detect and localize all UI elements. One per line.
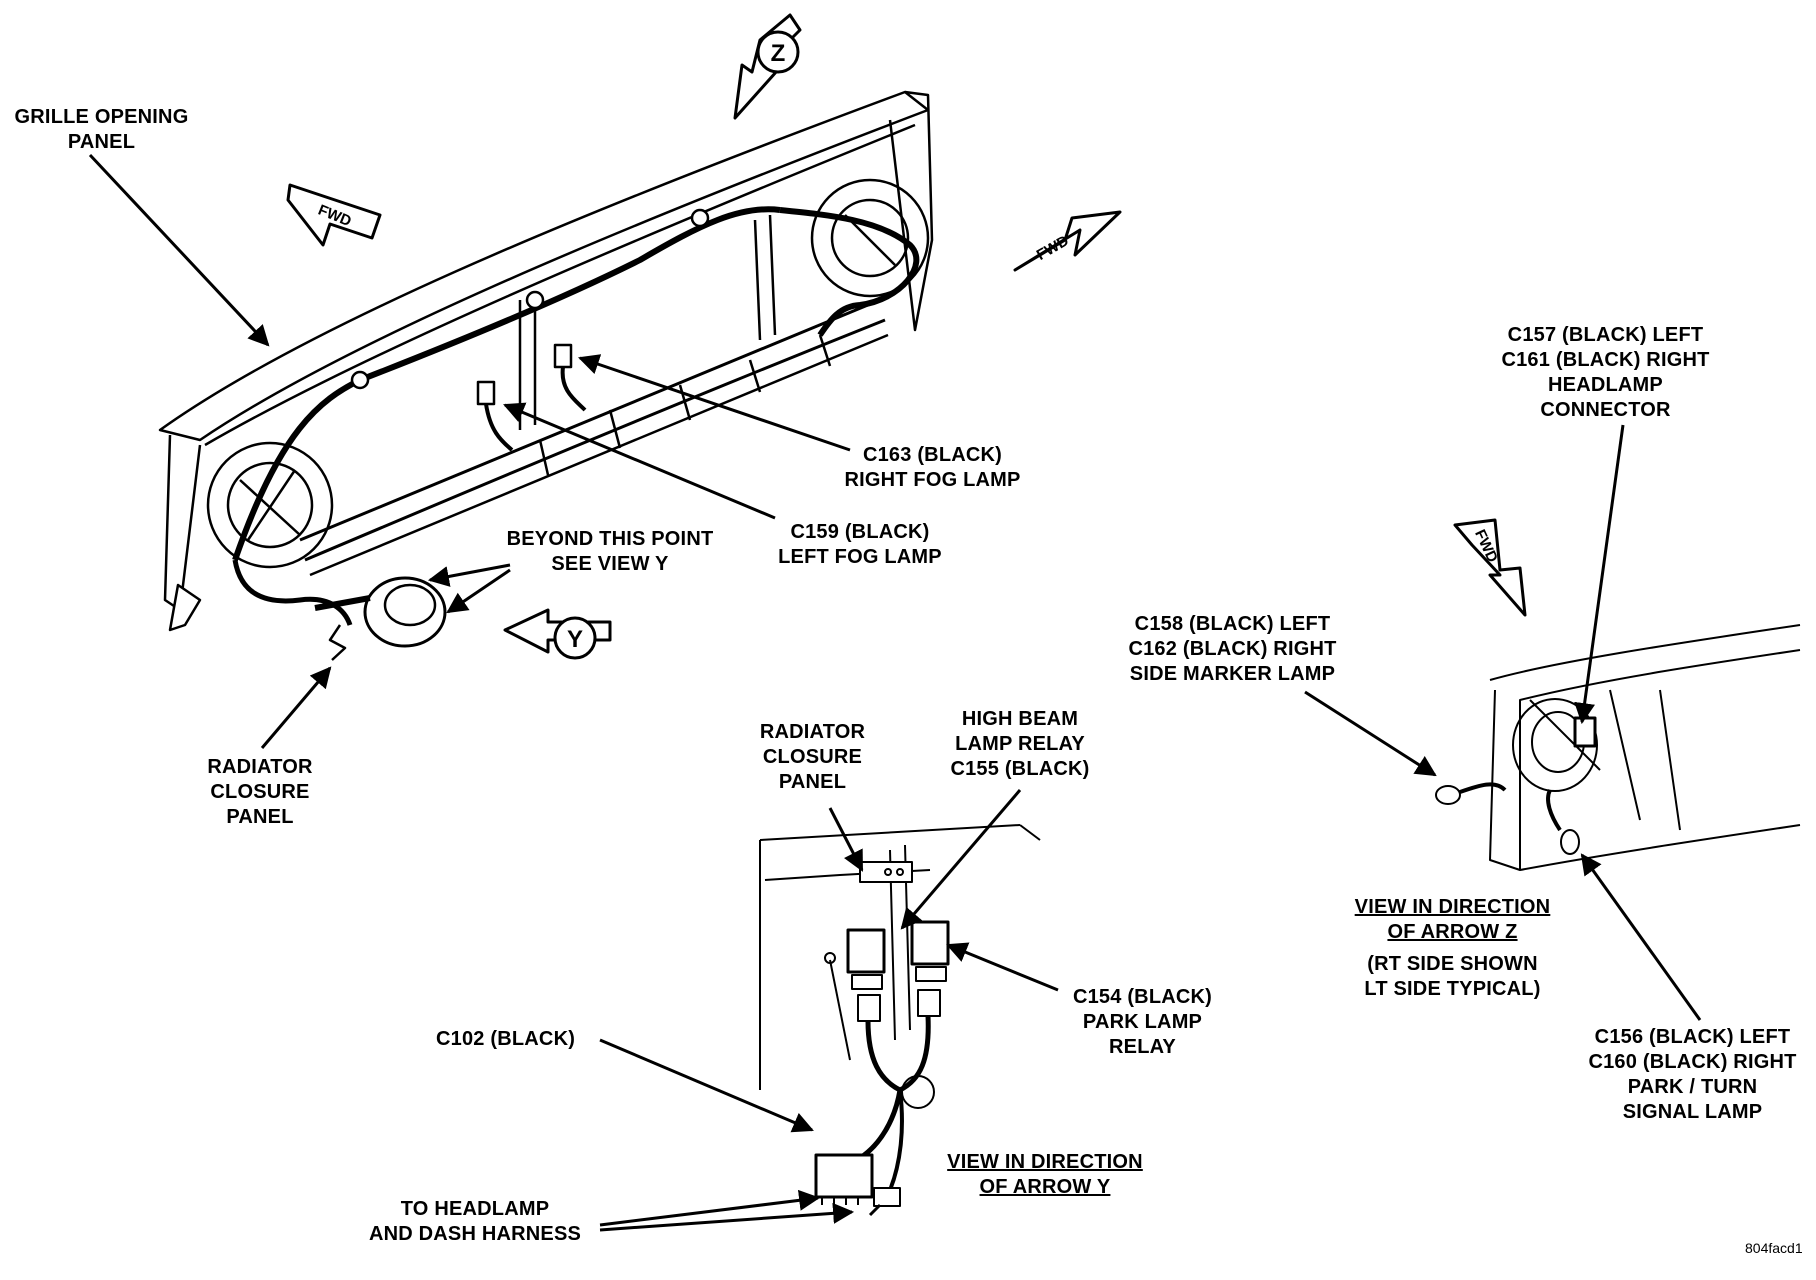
label-rt-side-shown: (RT SIDE SHOWN LT SIDE TYPICAL) (1364, 953, 1541, 1000)
leader-beyond-1 (427, 563, 511, 587)
leader-c154 (946, 942, 1059, 992)
leader-c157 (1574, 424, 1625, 725)
leader-radiator-left (260, 666, 332, 749)
label-c158-c162: C158 (BLACK) LEFT C162 (BLACK) RIGHT SID… (1128, 613, 1337, 685)
leader-to-headlamp-2 (599, 1202, 855, 1232)
arrow-y-marker: Y (503, 608, 612, 660)
reference-code: 804facd1 (1745, 1240, 1803, 1256)
leader-radiator-viewy (828, 807, 864, 872)
leader-beyond-2 (446, 568, 511, 614)
leader-high-beam (900, 789, 1022, 930)
leader-c163 (578, 354, 851, 452)
label-to-headlamp: TO HEADLAMP AND DASH HARNESS (368, 1198, 582, 1245)
fwd-arrow-left: FWD (286, 183, 382, 247)
arrow-z-marker: Z (733, 13, 802, 120)
label-view-arrow-y: VIEW IN DIRECTION OF ARROW Y (947, 1151, 1143, 1198)
leader-c159 (503, 402, 776, 520)
leader-c102 (599, 1038, 814, 1133)
leader-grille-panel (88, 153, 270, 347)
grille-panel-assembly (158, 90, 934, 661)
fwd-arrow-viewz: FWD (1453, 518, 1527, 617)
arrow-z-letter: Z (771, 40, 786, 67)
leader-lines (88, 153, 1702, 1232)
label-c157-c161: C157 (BLACK) LEFT C161 (BLACK) RIGHT HEA… (1501, 324, 1710, 421)
label-view-arrow-z: VIEW IN DIRECTION OF ARROW Z (1354, 896, 1551, 943)
label-radiator-closure-panel-left: RADIATOR CLOSURE PANEL (207, 756, 313, 828)
label-beyond-this-point: BEYOND THIS POINT SEE VIEW Y (506, 528, 714, 575)
leader-to-headlamp-1 (599, 1189, 821, 1227)
label-c163: C163 (BLACK) RIGHT FOG LAMP (844, 444, 1021, 491)
label-c156-c160: C156 (BLACK) LEFT C160 (BLACK) RIGHT PAR… (1588, 1026, 1797, 1123)
label-high-beam-relay: HIGH BEAM LAMP RELAY C155 (BLACK) (950, 708, 1090, 780)
view-z-inset (1435, 624, 1801, 871)
label-c154: C154 (BLACK) PARK LAMP RELAY (1072, 986, 1213, 1058)
label-radiator-closure-panel-viewy: RADIATOR CLOSURE PANEL (759, 721, 866, 793)
arrow-y-letter: Y (567, 626, 583, 653)
label-c102: C102 (BLACK) (436, 1028, 576, 1050)
leader-c158 (1304, 690, 1437, 777)
label-c159: C159 (BLACK) LEFT FOG LAMP (778, 521, 942, 568)
label-grille-opening-panel: GRILLE OPENING PANEL (14, 106, 189, 153)
fwd-arrow-right: FWD (1013, 210, 1122, 272)
view-y-inset (759, 824, 1041, 1217)
leader-c156 (1580, 853, 1702, 1021)
